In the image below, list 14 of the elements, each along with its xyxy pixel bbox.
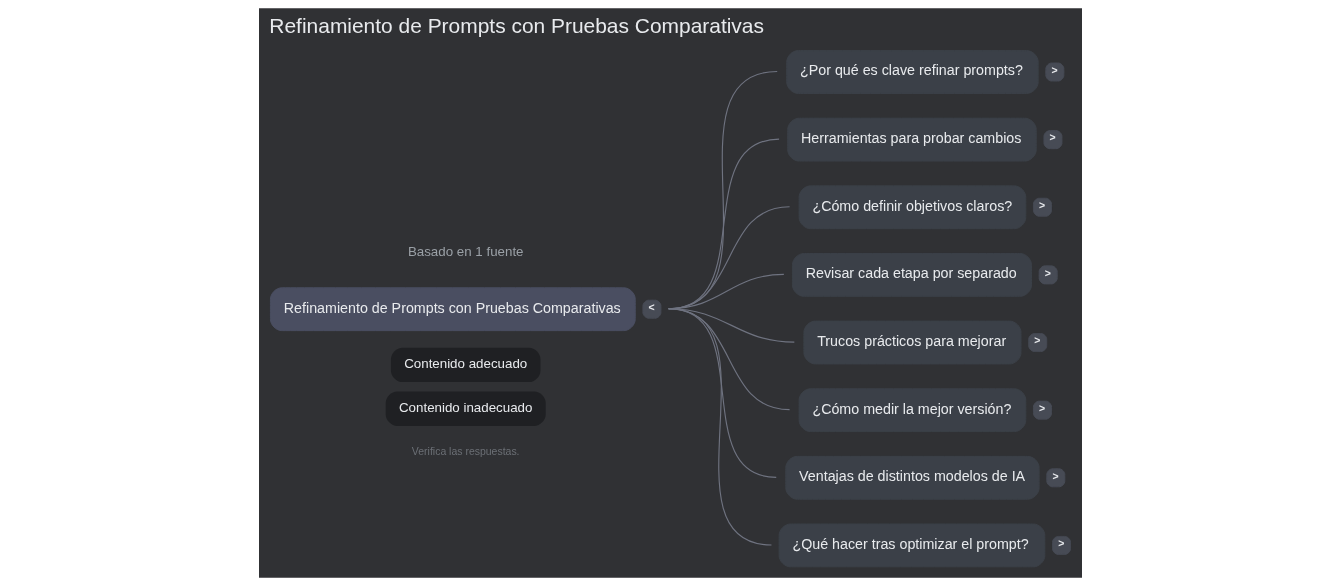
label: Contenido inadecuado <box>399 400 533 416</box>
node-label: > <box>1052 470 1059 482</box>
node-label: > <box>1039 402 1046 414</box>
node-label: > <box>1039 199 1046 211</box>
node-label: > <box>1034 335 1041 347</box>
label: Basado en 1 fuente <box>407 244 524 260</box>
node-label: > <box>1058 538 1065 550</box>
node-label: > <box>1044 267 1051 279</box>
node-label: < <box>648 301 655 313</box>
node-label: > <box>1051 64 1058 76</box>
label: Verifica las respuestas. <box>411 446 520 458</box>
label: Contenido adecuado <box>404 356 528 372</box>
node-label: > <box>1049 132 1056 144</box>
diagram-title: Refinamiento de Prompts con Pruebas Comparativas <box>269 13 764 37</box>
